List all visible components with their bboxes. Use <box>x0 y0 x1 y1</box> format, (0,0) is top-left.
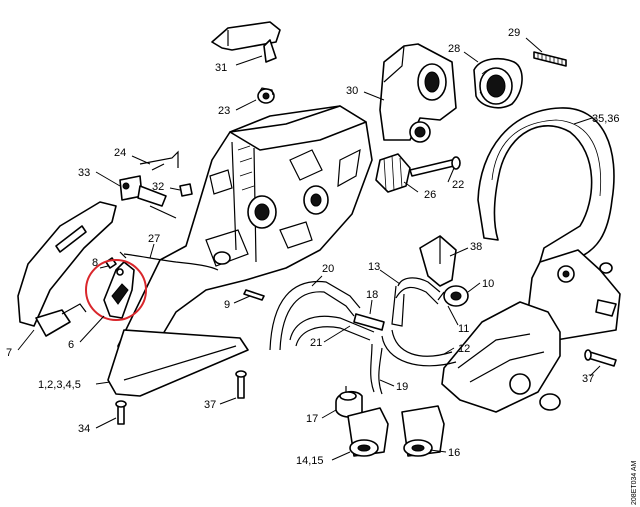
part-35-36-handle-bar <box>441 107 621 413</box>
part-9-pin <box>243 289 265 301</box>
part-37-screw-a <box>235 370 247 399</box>
label-33: 33 <box>78 167 90 179</box>
label-6: 6 <box>68 339 74 351</box>
label-11: 11 <box>458 323 469 335</box>
label-35-36: 35,36 <box>592 113 620 125</box>
label-22: 22 <box>452 179 464 191</box>
label-24: 24 <box>114 147 126 159</box>
label-27: 27 <box>148 233 160 245</box>
label-26: 26 <box>424 189 436 201</box>
part-12-hose <box>381 329 457 367</box>
part-37-screw-b <box>584 349 617 367</box>
part-32-bushing <box>179 183 193 197</box>
part-28-boot <box>473 57 523 109</box>
label-16: 16 <box>448 447 460 459</box>
part-29-spring <box>533 51 567 67</box>
label-20: 20 <box>322 263 334 275</box>
part-27-wire <box>119 251 219 271</box>
label-37-bottom: 37 <box>204 399 216 411</box>
label-19: 19 <box>396 381 408 393</box>
part-30-manifold <box>379 43 457 143</box>
part-16-mount <box>401 405 445 457</box>
part-26-grommet <box>375 153 411 193</box>
part-22-screw <box>409 156 461 177</box>
highlight-circle <box>85 259 147 321</box>
label-10: 10 <box>482 278 494 290</box>
label-18: 18 <box>366 289 378 301</box>
part-33-trigger <box>119 175 177 219</box>
part-23-grommet <box>257 87 275 104</box>
label-23: 23 <box>218 105 230 117</box>
part-1-5-bottom-plate <box>107 329 249 397</box>
part-31-cover <box>211 21 281 63</box>
part-20-21-fuel-lines <box>269 280 385 351</box>
label-34: 34 <box>78 423 90 435</box>
label-17: 17 <box>306 413 318 425</box>
label-9: 9 <box>224 299 230 311</box>
label-1-2-3-4-5: 1,2,3,4,5 <box>38 379 81 391</box>
part-24-clip <box>139 150 179 171</box>
part-19-hose <box>370 343 383 395</box>
part-6-throttle-trigger <box>103 257 135 319</box>
leader-lines <box>17 37 601 461</box>
label-37-right: 37 <box>582 373 594 385</box>
label-7: 7 <box>6 347 12 359</box>
label-38: 38 <box>470 241 482 253</box>
label-21: 21 <box>310 337 322 349</box>
label-29: 29 <box>508 27 520 39</box>
part-17-filter <box>335 386 363 418</box>
label-32: 32 <box>152 181 164 193</box>
label-30: 30 <box>346 85 358 97</box>
label-12: 12 <box>458 343 470 355</box>
label-8: 8 <box>92 257 98 269</box>
tank-housing <box>117 105 373 383</box>
label-28: 28 <box>448 43 460 55</box>
label-31: 31 <box>215 62 227 74</box>
part-13-hose <box>391 277 441 327</box>
label-13: 13 <box>368 261 380 273</box>
part-10-pickup <box>437 285 469 307</box>
part-38-cover <box>419 235 457 287</box>
drawing-code: 208ET034 AM <box>631 460 638 505</box>
part-7-handle-cover <box>17 201 117 337</box>
label-14-15: 14,15 <box>296 455 324 467</box>
part-14-15-mount <box>347 407 389 457</box>
part-34-screw <box>115 400 127 425</box>
